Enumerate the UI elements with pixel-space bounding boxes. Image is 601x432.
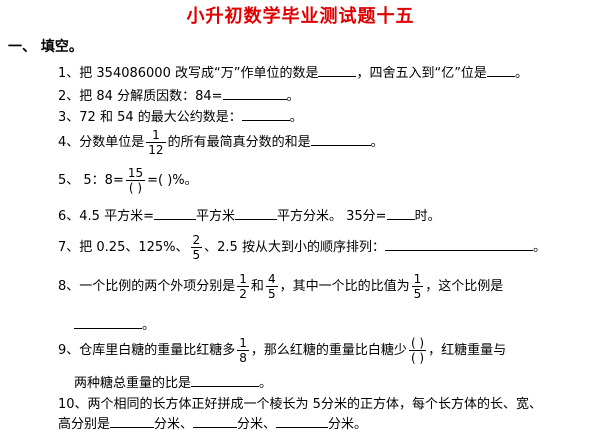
answer-blank[interactable] xyxy=(153,207,196,220)
section-heading: 一、 填空。 xyxy=(8,39,83,55)
answer-blank[interactable] xyxy=(384,238,533,251)
answer-blank[interactable] xyxy=(386,207,415,220)
answer-blank[interactable] xyxy=(110,415,155,428)
question-2: 2、把 84 分解质因数：84=。 xyxy=(58,87,300,104)
question-5: 5、 5：8=15( )=( )%。 xyxy=(58,166,198,195)
answer-blank[interactable] xyxy=(310,133,371,146)
question-10-cont: 高分别是分米、分米、分米。 xyxy=(58,415,368,432)
page-title: 小升初数学毕业测试题十五 xyxy=(186,6,415,27)
fraction: 15( ) xyxy=(125,166,146,195)
question-1: 1、把 354086000 改写成“万”作单位的数是，四舍五入到“亿”位是。 xyxy=(58,64,528,81)
answer-blank[interactable] xyxy=(318,64,357,77)
answer-blank[interactable] xyxy=(193,415,238,428)
question-6: 6、4.5 平方米=平方米平方分米。 35分=时。 xyxy=(58,207,441,224)
answer-blank[interactable] xyxy=(241,108,290,121)
answer-blank[interactable] xyxy=(222,87,287,100)
question-8-cont: 。 xyxy=(74,314,155,333)
answer-blank[interactable] xyxy=(486,64,515,77)
question-9-cont: 两种糖总重量的比是。 xyxy=(74,374,273,391)
fraction-blank[interactable]: ( )( ) xyxy=(408,336,427,365)
question-10: 10、两个相同的长方体正好拼成一个棱长为 5分米的正方体，每个长方体的长、宽、 xyxy=(58,397,542,412)
question-3: 3、72 和 54 的最大公约数是：。 xyxy=(58,108,303,125)
answer-blank[interactable] xyxy=(74,316,142,329)
answer-blank[interactable] xyxy=(235,207,277,220)
answer-blank[interactable] xyxy=(191,374,260,387)
answer-blank[interactable] xyxy=(276,415,329,428)
